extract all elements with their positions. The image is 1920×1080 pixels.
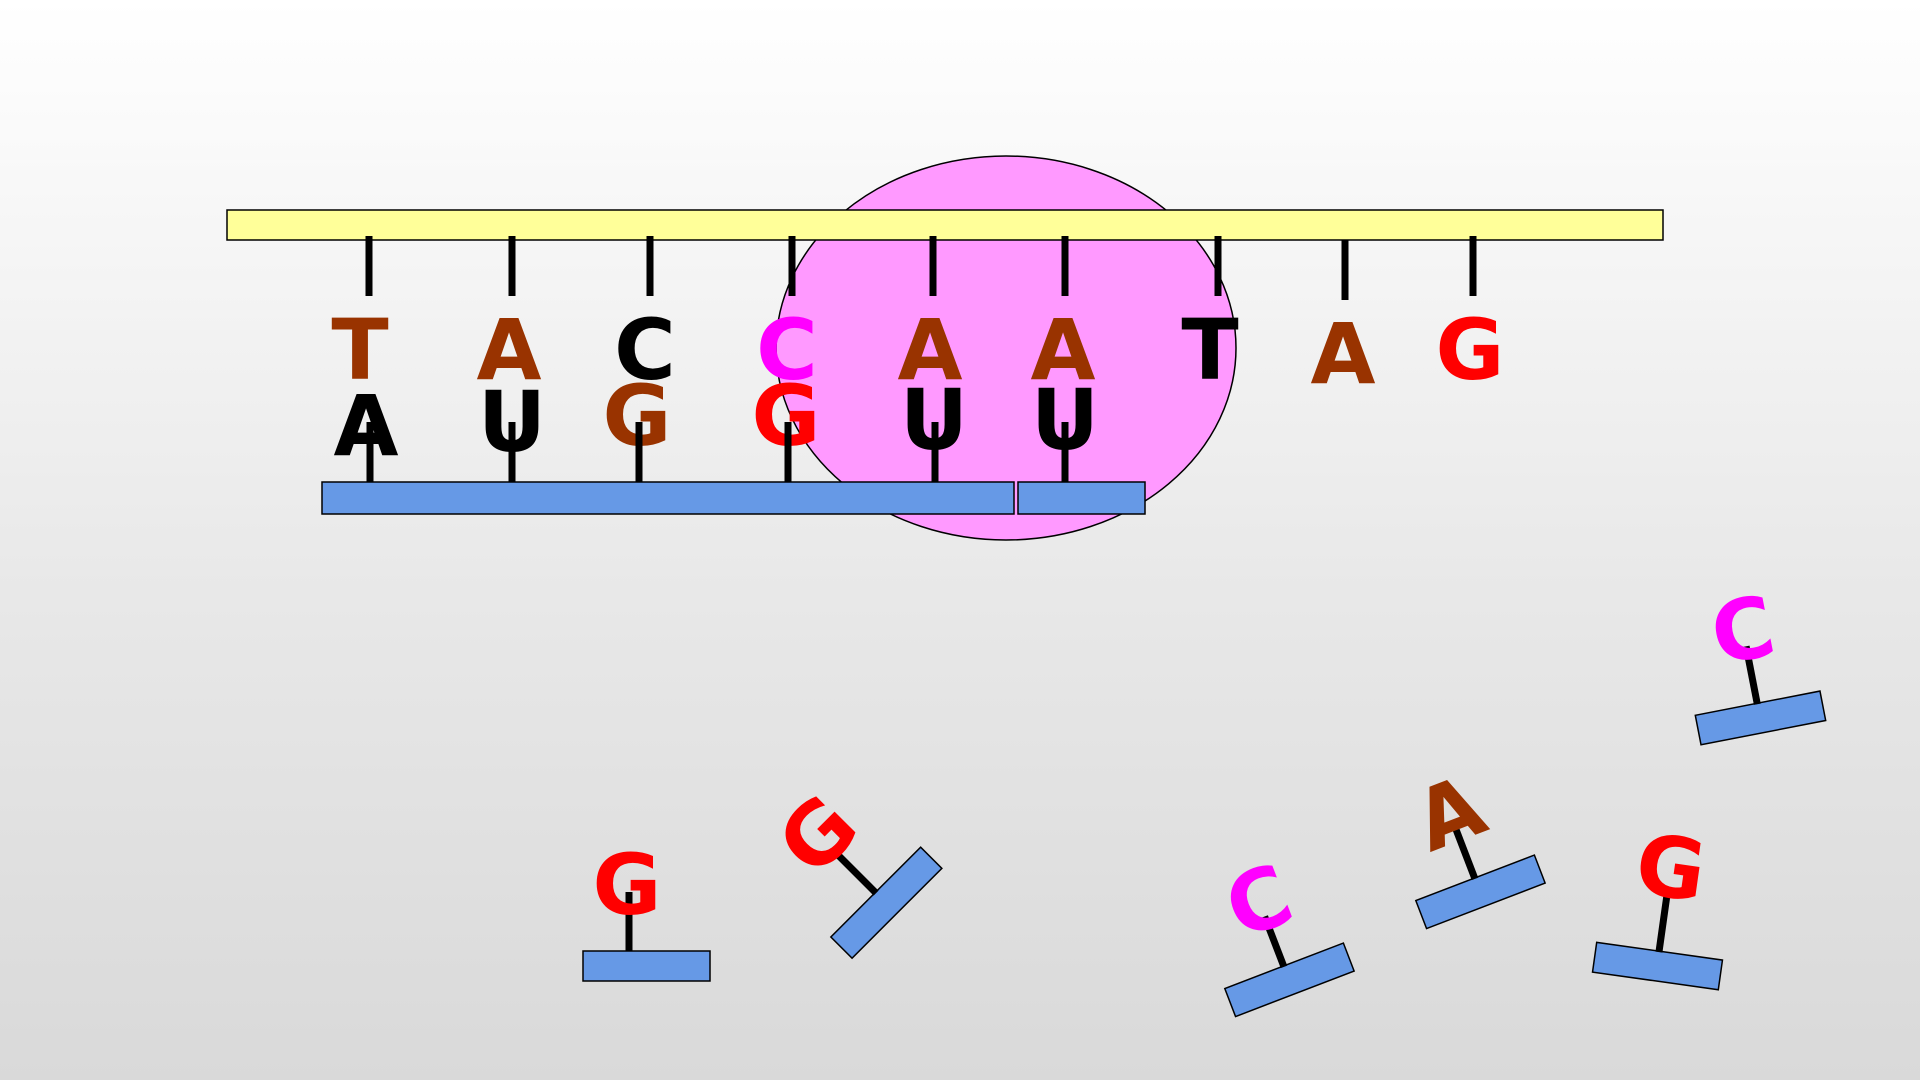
template-base-letter: C [614, 301, 676, 399]
template-strand: T A C C A A T A G [331, 236, 1504, 403]
free-nucleotide: C [1213, 845, 1356, 1018]
nucleotide-backbone [1223, 942, 1356, 1018]
template-base-letter: T [331, 301, 388, 399]
nucleotide-stem [1261, 915, 1288, 969]
template-base-letter: A [897, 301, 962, 399]
nucleotide-letter: C [1213, 845, 1306, 959]
free-nucleotide: G [759, 776, 943, 960]
template-base-letter: G [1436, 301, 1505, 399]
template-base-letter: T [1181, 301, 1238, 399]
free-nucleotide: G [582, 836, 711, 982]
nucleotide-stem [831, 848, 879, 896]
template-base-letter: C [756, 301, 818, 399]
new-base-letter: A [333, 377, 398, 475]
new-strand: A U G G U U [321, 367, 1146, 515]
free-nucleotide: A [1402, 756, 1547, 930]
nucleotide-stem [1742, 645, 1761, 705]
template-base-letter: A [476, 301, 541, 399]
nucleotide-backbone [1694, 690, 1827, 746]
new-strand-backbone-segment [1017, 481, 1146, 515]
nucleotide-letter: C [1703, 577, 1782, 685]
nucleotide-letter: G [1630, 815, 1712, 922]
template-base-letter: A [1310, 305, 1375, 403]
nucleotide-stem [1655, 892, 1671, 953]
new-strand-backbone [321, 481, 1015, 515]
free-nucleotide: G [1591, 815, 1724, 991]
template-strand-backbone [226, 209, 1664, 241]
nucleotide-stem [1450, 823, 1479, 881]
template-base-letter: A [1030, 301, 1095, 399]
nucleotide-backbone [582, 950, 711, 982]
nucleotide-letter: G [593, 836, 662, 934]
free-nucleotide: C [1694, 577, 1827, 746]
nucleotide-letter: A [1402, 756, 1498, 871]
ribosome-ellipse [775, 155, 1237, 541]
